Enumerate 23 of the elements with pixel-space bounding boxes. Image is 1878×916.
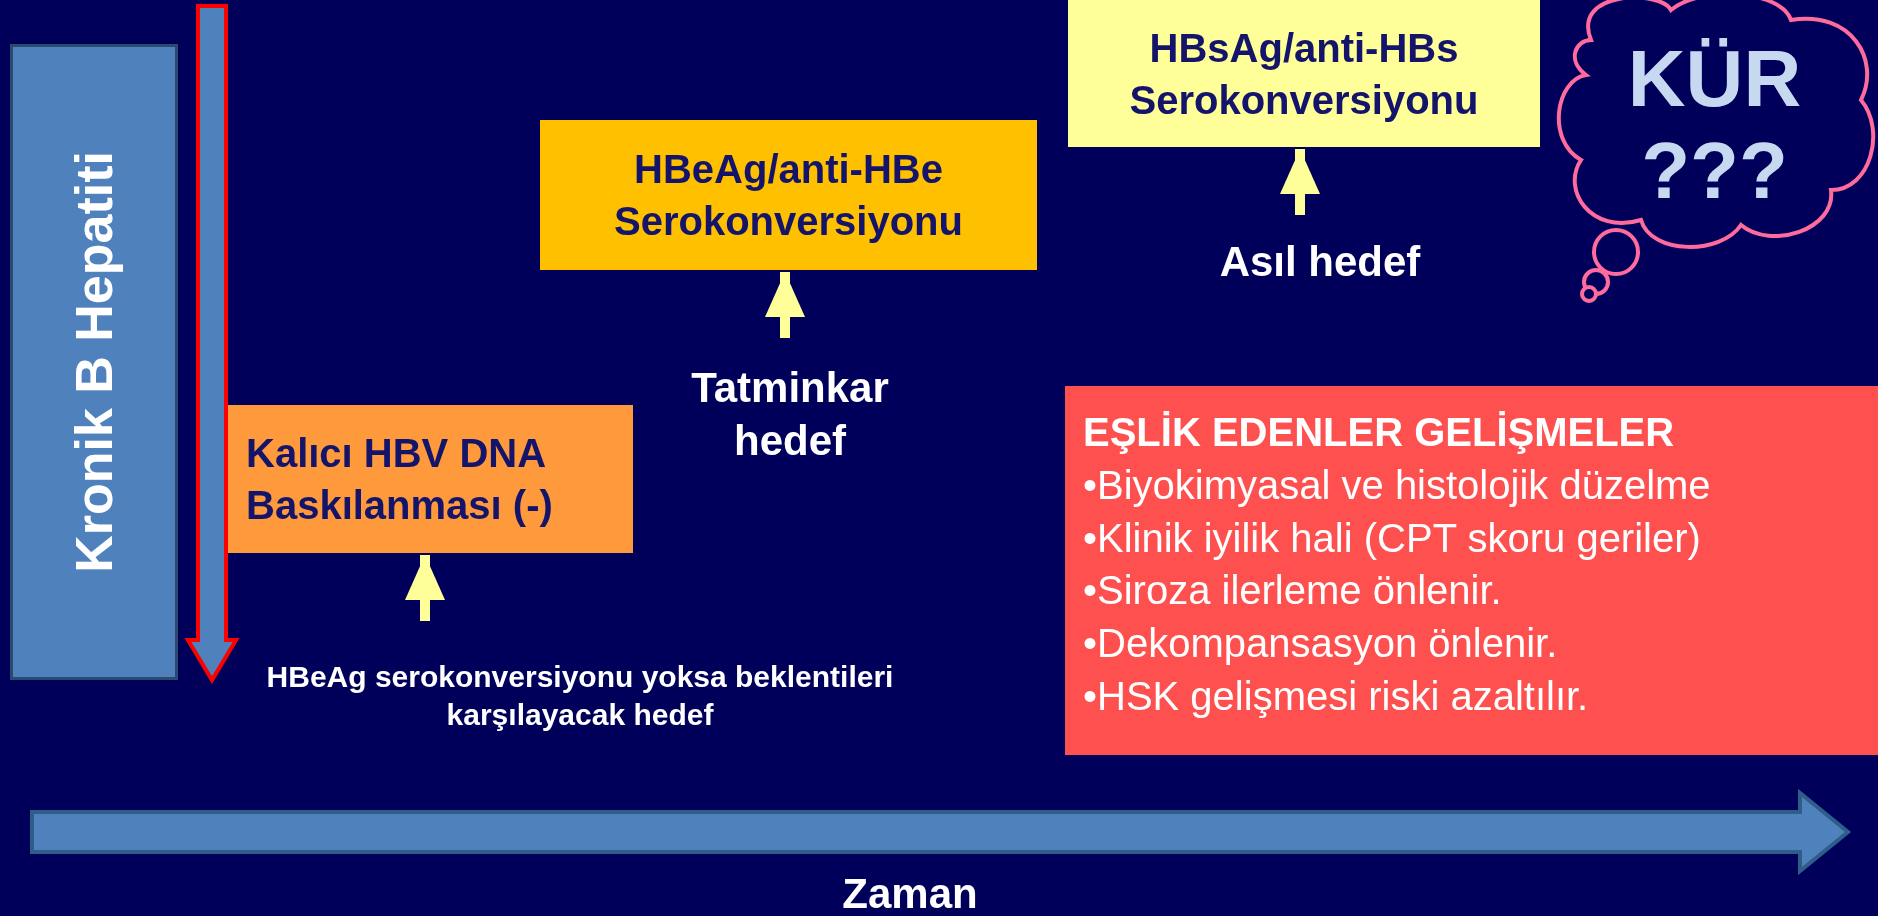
arrow <box>1280 149 1320 215</box>
cloud-text: KÜR ??? <box>1626 33 1803 217</box>
bullet-text: •Biyokimyasal ve histolojik düzelme <box>1083 461 1712 509</box>
title-text: Kronik B Hepatiti <box>64 151 124 573</box>
arrow <box>405 555 445 621</box>
bullet-text: •Dekompansasyon önlenir. <box>1083 620 1559 668</box>
process-box <box>540 120 1037 270</box>
vertical-title-box <box>10 44 178 680</box>
axis-label: Zaman <box>841 870 979 916</box>
arrow <box>765 272 805 338</box>
box-text: HBsAg/anti-HBs Serokonversiyonu <box>1128 24 1480 124</box>
process-box <box>1068 0 1540 147</box>
heading-text: EŞLİK EDENLER GELİŞMELER <box>1083 409 1676 456</box>
bullet-text: •HSK gelişmesi riski azaltılır. <box>1083 673 1590 720</box>
box-text: Kalıcı HBV DNA Baskılanması (-) <box>246 430 554 529</box>
box-text: HBeAg/anti-HBe Serokonversiyonu <box>613 146 964 245</box>
caption-text: Asıl hedef <box>1180 236 1460 288</box>
bullet-text: •Klinik iyilik hali (CPT skoru geriler) <box>1083 514 1702 562</box>
info-box <box>1065 386 1878 755</box>
caption-text: Tatminkar hedef <box>640 362 940 472</box>
bullet-text: •Siroza ilerleme önlenir. <box>1083 567 1503 615</box>
caption-text: HBeAg serokonversiyonu yoksa beklentileri karşılayacak hedef <box>240 658 920 738</box>
process-box <box>228 405 633 553</box>
